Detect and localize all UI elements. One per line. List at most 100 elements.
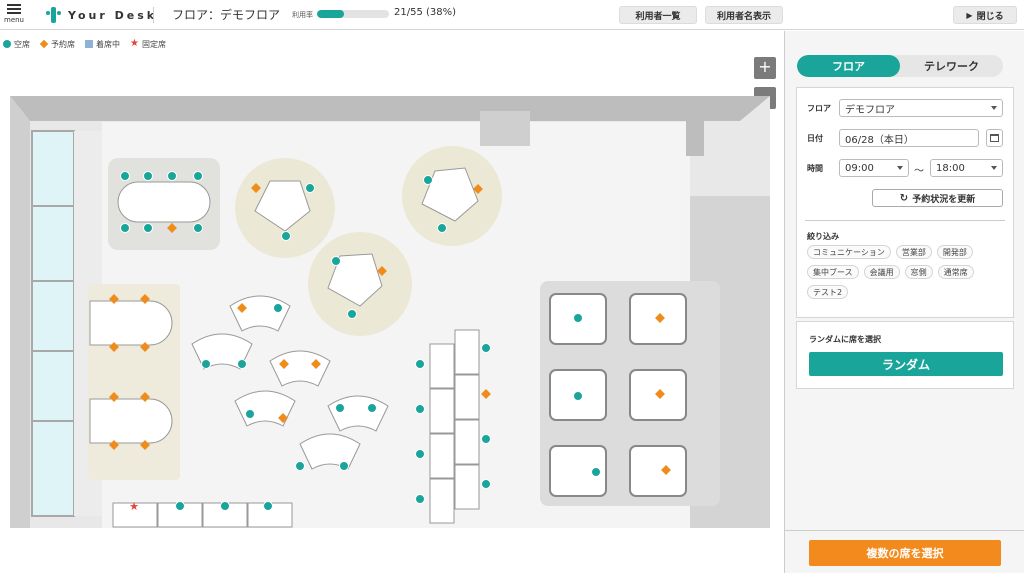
legend-fixed-label: 固定席: [141, 39, 166, 49]
user-list-button[interactable]: 利用者一覧: [619, 6, 697, 24]
fan-desk-1: [229, 295, 291, 332]
legend-occupied-label: 着席中: [96, 39, 120, 49]
vacant-seat[interactable]: [423, 175, 433, 185]
filter-chip[interactable]: 窓側: [904, 265, 933, 279]
vacant-seat[interactable]: [237, 359, 247, 369]
date-input-value: 06/28（本日）: [845, 134, 914, 146]
vacant-seat[interactable]: [415, 494, 425, 504]
menu-button[interactable]: menu: [2, 2, 26, 28]
filter-chip[interactable]: 集中ブース: [807, 265, 859, 279]
filter-chip[interactable]: 通常席: [937, 265, 974, 279]
vacant-seat[interactable]: [481, 343, 491, 353]
vacant-seat[interactable]: [281, 231, 291, 241]
usage-bar-fill: [317, 10, 345, 18]
filter-chip[interactable]: 会議用: [863, 265, 900, 279]
vacant-seat[interactable]: [220, 501, 230, 511]
vacant-seat[interactable]: [339, 461, 349, 471]
filter-chip[interactable]: 開発部: [936, 245, 973, 259]
vacant-seat[interactable]: [481, 479, 491, 489]
vacant-seat[interactable]: [573, 391, 583, 401]
reserved-seat[interactable]: [140, 392, 150, 402]
close-button[interactable]: ▶ 閉じる: [953, 6, 1017, 24]
reserved-seat[interactable]: [140, 342, 150, 352]
vacant-seat[interactable]: [437, 223, 447, 233]
vacant-seat[interactable]: [347, 309, 357, 319]
date-label: 日付: [807, 134, 823, 143]
filter-label: 絞り込み: [807, 232, 839, 241]
vacant-seat[interactable]: [481, 434, 491, 444]
vacant-seat[interactable]: [201, 359, 211, 369]
seat-legend: 空席 予約席 着席中 ★固定席: [3, 38, 166, 50]
vacant-seat[interactable]: [120, 171, 130, 181]
random-button[interactable]: ランダム: [809, 352, 1003, 376]
vacant-seat[interactable]: [415, 449, 425, 459]
zoom-in-button[interactable]: +: [754, 57, 776, 79]
filter-chip[interactable]: コミュニケーション: [807, 245, 891, 259]
top-wall: [10, 96, 770, 121]
desk-column: [429, 329, 480, 524]
tri-desk-2: [421, 167, 479, 222]
fan-desk-6: [299, 433, 361, 470]
reserved-seat[interactable]: [473, 184, 483, 194]
meeting-table: [117, 181, 211, 223]
reserved-seat[interactable]: [655, 313, 665, 323]
vacant-seat[interactable]: [415, 359, 425, 369]
refresh-icon: ↻: [899, 192, 909, 204]
view-tabs: フロア テレワーク: [797, 55, 1003, 77]
date-input[interactable]: 06/28（本日）: [839, 129, 979, 147]
reserved-seat[interactable]: [481, 389, 491, 399]
logo-text: Your Desk: [68, 8, 158, 22]
reserved-seat[interactable]: [140, 294, 150, 304]
reserved-seat[interactable]: [140, 440, 150, 450]
vacant-seat[interactable]: [167, 171, 177, 181]
fixed-seat[interactable]: ★: [129, 500, 139, 513]
vacant-seat[interactable]: [335, 403, 345, 413]
vacant-seat[interactable]: [331, 256, 341, 266]
fan-desk-3: [269, 350, 331, 387]
vacant-seat[interactable]: [245, 409, 255, 419]
vacant-seat[interactable]: [367, 403, 377, 413]
vacant-seat[interactable]: [263, 501, 273, 511]
tri-desk-1: [254, 180, 311, 232]
fan-desk-5: [327, 395, 389, 432]
reserved-seat[interactable]: [655, 389, 665, 399]
legend-reserved: 予約席: [39, 39, 75, 50]
tab-telework[interactable]: テレワーク: [924, 60, 979, 73]
vacant-seat[interactable]: [273, 303, 283, 313]
reserved-seat[interactable]: [279, 359, 289, 369]
legend-fixed: ★固定席: [130, 39, 166, 50]
vacant-seat[interactable]: [193, 171, 203, 181]
reserved-seat[interactable]: [278, 413, 288, 423]
reserved-seat[interactable]: [661, 465, 671, 475]
vacant-seat[interactable]: [295, 461, 305, 471]
filter-chip[interactable]: 営業部: [895, 245, 932, 259]
vacant-seat[interactable]: [573, 313, 583, 323]
show-names-button[interactable]: 利用者名表示: [705, 6, 783, 24]
calendar-button[interactable]: [986, 129, 1003, 147]
vacant-seat[interactable]: [305, 183, 315, 193]
floor-select[interactable]: デモフロア: [839, 99, 1003, 117]
refresh-button[interactable]: ↻ 予約状況を更新: [872, 189, 1003, 207]
chevron-right-icon: ▶: [966, 10, 973, 20]
vacant-seat[interactable]: [175, 501, 185, 511]
vacant-seat[interactable]: [415, 404, 425, 414]
page-title: フロア：デモフロア: [172, 8, 281, 22]
time-label: 時間: [807, 164, 823, 173]
reserved-seat[interactable]: [167, 223, 177, 233]
reserved-seat[interactable]: [237, 303, 247, 313]
reserved-seat[interactable]: [311, 359, 321, 369]
usage-label: 利用率: [292, 11, 313, 19]
logo-icon: [46, 7, 62, 23]
vacant-seat[interactable]: [143, 223, 153, 233]
vacant-seat[interactable]: [143, 171, 153, 181]
end-time-select[interactable]: 18:00: [930, 159, 1003, 177]
vacant-seat[interactable]: [120, 223, 130, 233]
tab-floor[interactable]: フロア: [797, 55, 900, 77]
vacant-seat[interactable]: [193, 223, 203, 233]
right-panel: フロア テレワーク フロア デモフロア 日付 06/28（本日） 時間 09:0…: [784, 31, 1024, 573]
vacant-seat[interactable]: [591, 467, 601, 477]
start-time-select[interactable]: 09:00: [839, 159, 909, 177]
multi-select-button[interactable]: 複数の席を選択: [809, 540, 1001, 566]
filter-chip[interactable]: テスト2: [807, 285, 849, 299]
reserved-seat[interactable]: [251, 183, 261, 193]
